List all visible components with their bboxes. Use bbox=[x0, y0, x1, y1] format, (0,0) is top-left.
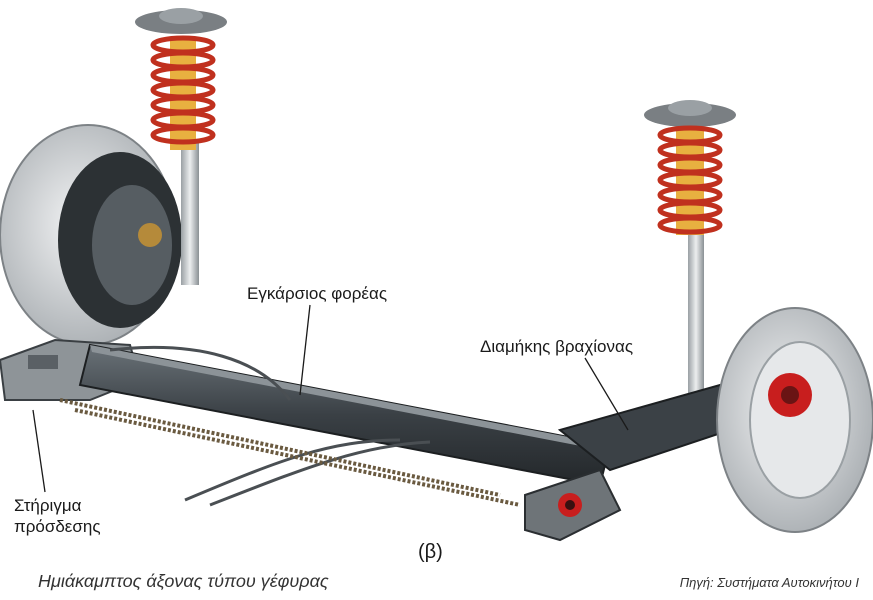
right-coil-spring bbox=[657, 125, 723, 235]
label-mount-line2: πρόσδεσης bbox=[14, 517, 101, 536]
leader-lines bbox=[32, 304, 629, 493]
leader-crossmember bbox=[299, 304, 311, 396]
label-crossmember: Εγκάρσιος φορέας bbox=[247, 284, 388, 303]
label-mount-line1: Στήριγμα bbox=[14, 496, 82, 515]
source-credit: Πηγή: Συστήματα Αυτοκινήτου Ι bbox=[679, 575, 859, 590]
leader-mount bbox=[32, 409, 46, 493]
crossmember-beam bbox=[78, 343, 612, 487]
threaded-rods bbox=[59, 398, 521, 507]
figure-caption: Ημιάκαμπτος άξονας τύπου γέφυρας bbox=[38, 571, 329, 591]
leader-trailing-arm bbox=[584, 357, 629, 431]
right-wheel bbox=[716, 307, 873, 533]
left-coil-spring bbox=[150, 35, 216, 145]
right-mount-bracket bbox=[524, 468, 622, 542]
label-trailing-arm: Διαμήκης βραχίονας bbox=[480, 337, 634, 356]
left-wheel bbox=[0, 124, 182, 346]
subfigure-label: (β) bbox=[418, 541, 443, 563]
brake-cables bbox=[109, 346, 431, 507]
